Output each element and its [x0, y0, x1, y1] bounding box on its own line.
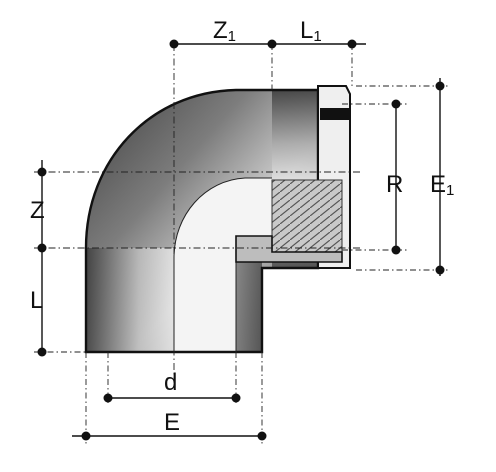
- dim-z1: Z1: [169, 17, 277, 49]
- thread-section: [271, 179, 343, 253]
- dim-l: L: [30, 248, 47, 357]
- label-l: L: [30, 287, 43, 314]
- label-z: Z: [30, 197, 45, 224]
- label-e1: E1: [430, 171, 454, 199]
- seal-ring: [320, 108, 350, 120]
- label-l1: L1: [300, 17, 322, 45]
- label-r: R: [386, 171, 403, 198]
- threaded-insert: [235, 85, 351, 269]
- dim-r: R: [386, 99, 403, 255]
- dim-e1: E1: [430, 78, 454, 276]
- dim-l1: L1: [272, 17, 366, 49]
- dim-d: d: [103, 369, 241, 403]
- label-e: E: [164, 409, 180, 436]
- label-d: d: [164, 369, 177, 396]
- label-z1: Z1: [213, 17, 236, 45]
- dim-z: Z: [30, 160, 47, 253]
- dim-e: E: [72, 409, 267, 441]
- center-lines: [34, 44, 360, 380]
